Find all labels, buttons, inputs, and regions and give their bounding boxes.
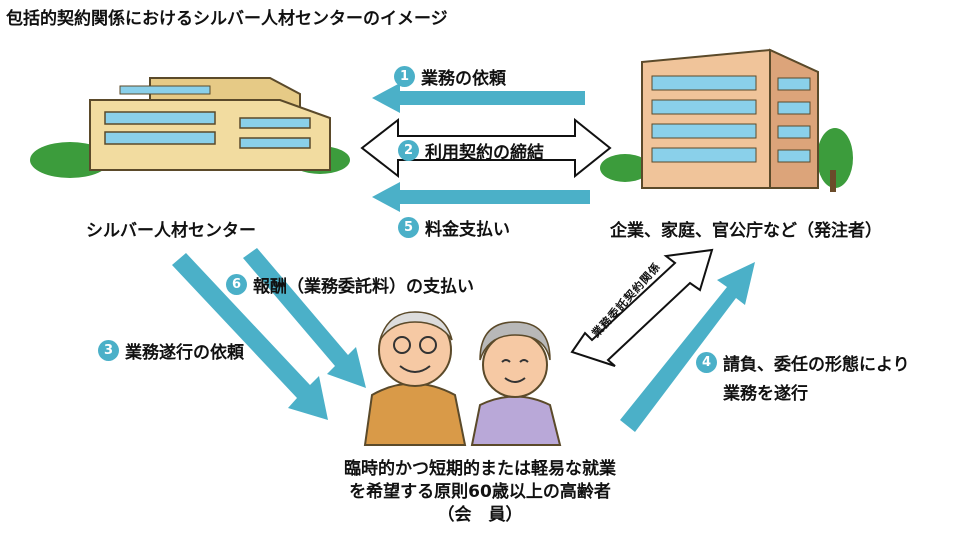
step-3: 3 業務遂行の依頼 xyxy=(98,338,244,363)
arrow-step-6 xyxy=(243,248,366,388)
arrow-step-5 xyxy=(372,182,590,212)
step-3-label: 業務遂行の依頼 xyxy=(125,343,244,363)
step-6-label: 報酬（業務委託料）の支払い xyxy=(253,277,474,297)
silver-center-label: シルバー人材センター xyxy=(86,221,256,241)
silver-center-building-icon xyxy=(30,77,350,178)
client-office-building-icon xyxy=(600,48,853,192)
members-description: 臨時的かつ短期的または軽易な就業 を希望する原則60歳以上の高齢者 （会 員） xyxy=(290,458,670,527)
step-2: 2 利用契約の締結 xyxy=(398,138,544,163)
members-line-1: 臨時的かつ短期的または軽易な就業 xyxy=(344,459,616,479)
step-6-number: 6 xyxy=(226,274,247,295)
step-4-label-line1: 請負、委任の形態により xyxy=(723,355,910,375)
step-6: 6 報酬（業務委託料）の支払い xyxy=(226,272,474,297)
page-title: 包括的契約関係におけるシルバー人材センターのイメージ xyxy=(6,9,448,29)
step-2-label: 利用契約の締結 xyxy=(425,143,544,163)
step-4-label-line2: 業務を遂行 xyxy=(723,384,808,404)
arrow-contract-diagonal xyxy=(570,248,714,367)
arrow-step-4 xyxy=(620,262,755,432)
step-5: 5 料金支払い xyxy=(398,215,510,240)
client-label: 企業、家庭、官公庁など（発注者） xyxy=(610,221,882,241)
step-4: 4 請負、委任の形態により 業務を遂行 xyxy=(696,350,910,404)
step-1: 1 業務の依頼 xyxy=(394,64,506,89)
members-line-3: （会 員） xyxy=(437,505,523,525)
step-5-label: 料金支払い xyxy=(425,220,510,240)
step-4-number: 4 xyxy=(696,352,717,373)
elderly-couple-icon xyxy=(363,311,562,446)
step-5-number: 5 xyxy=(398,217,419,238)
step-3-number: 3 xyxy=(98,340,119,361)
arrow-step-2 xyxy=(360,117,612,179)
step-1-label: 業務の依頼 xyxy=(421,69,506,89)
step-1-number: 1 xyxy=(394,66,415,87)
members-line-2: を希望する原則60歳以上の高齢者 xyxy=(349,482,611,502)
arrow-step-1 xyxy=(372,83,585,113)
step-2-number: 2 xyxy=(398,140,419,161)
arrow-step-3 xyxy=(172,253,328,420)
